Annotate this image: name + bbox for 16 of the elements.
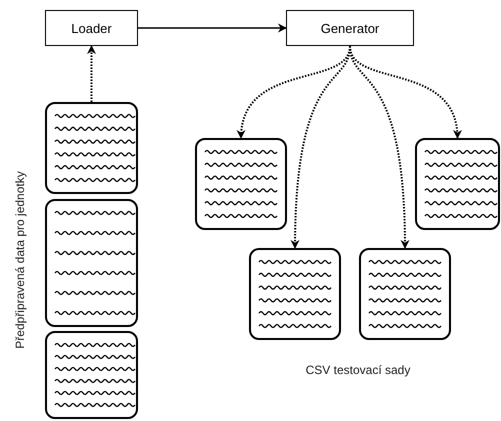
process-box: [286, 10, 414, 46]
node-label: Generator: [320, 20, 380, 36]
document-card: [359, 248, 451, 340]
dotted-arrow: [349, 46, 461, 139]
document-card: [45, 331, 138, 419]
document-card: [249, 248, 341, 340]
document-card: [195, 138, 287, 230]
arrow: [138, 24, 287, 32]
document-card: [45, 102, 138, 194]
document-card: [415, 138, 500, 230]
caption: CSV testovací sady: [306, 363, 410, 377]
node-label: Loader: [71, 20, 112, 36]
process-box: [45, 10, 138, 46]
document-card: [45, 199, 138, 327]
vertical-caption: Předpřipravená data pro jednotky: [13, 171, 27, 349]
dotted-arrow: [87, 45, 96, 102]
